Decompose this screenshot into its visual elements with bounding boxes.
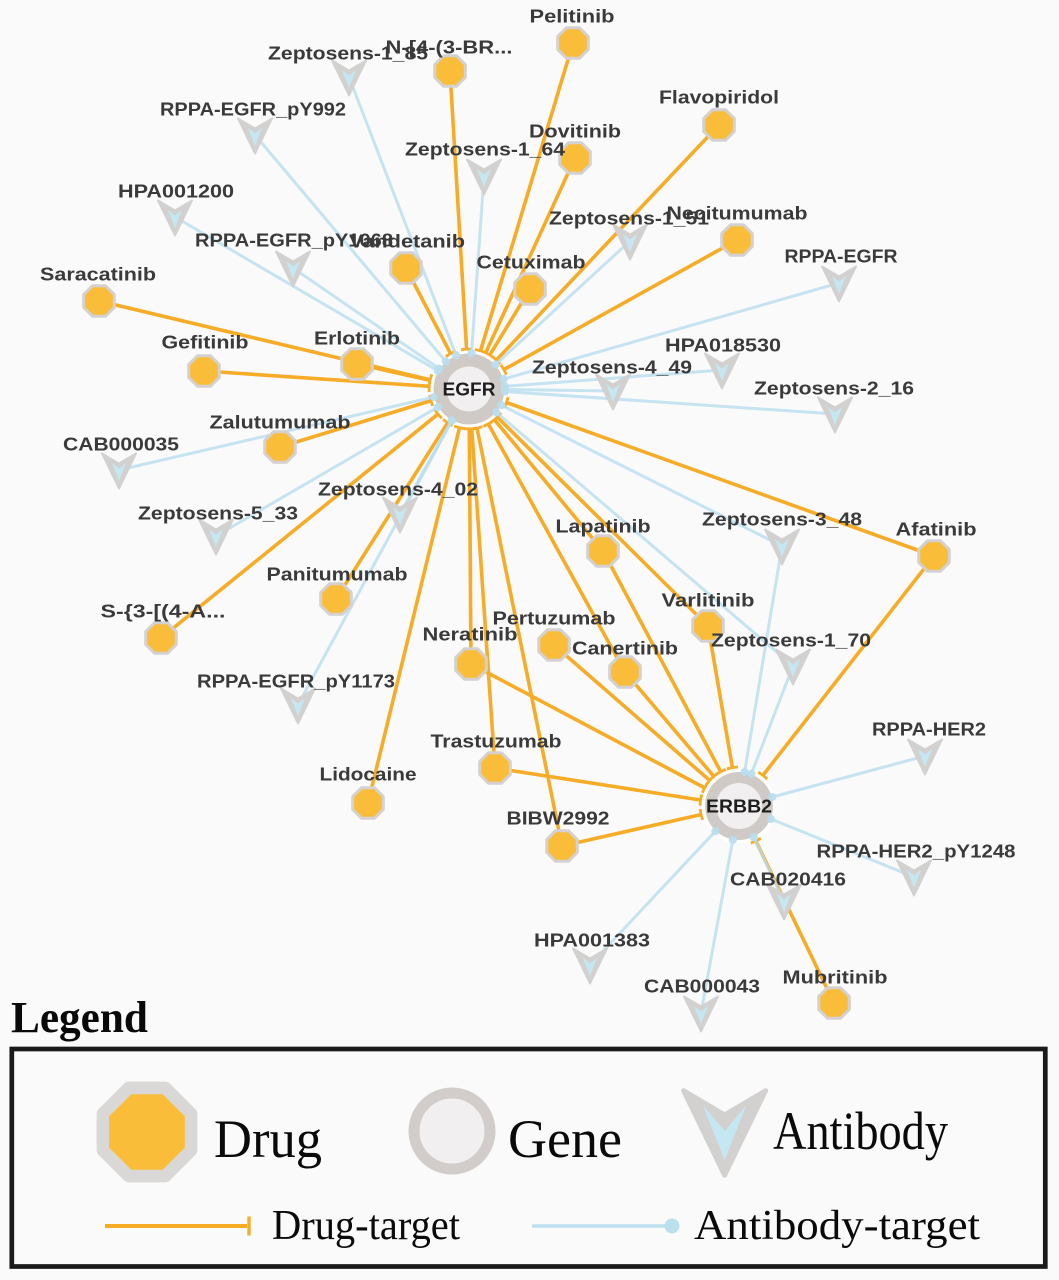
svg-text:Saracatinib: Saracatinib [40,265,156,285]
svg-text:Pelitinib: Pelitinib [530,7,615,27]
svg-text:Drug: Drug [214,1109,322,1169]
svg-text:Panitumumab: Panitumumab [267,565,408,585]
svg-text:RPPA-EGFR_pY1173: RPPA-EGFR_pY1173 [197,672,395,692]
svg-text:Gefitinib: Gefitinib [162,333,249,353]
svg-text:Gene: Gene [508,1109,622,1169]
svg-text:HPA001383: HPA001383 [534,931,650,951]
svg-text:Zeptosens-4_02: Zeptosens-4_02 [318,480,478,500]
svg-text:Flavopiridol: Flavopiridol [659,88,779,108]
svg-text:BIBW2992: BIBW2992 [507,809,610,829]
svg-text:Varlitinib: Varlitinib [662,591,755,611]
svg-text:N-[4-(3-BR...: N-[4-(3-BR... [386,38,513,58]
svg-text:Drug-target: Drug-target [272,1203,460,1249]
svg-text:Zeptosens-1_51: Zeptosens-1_51 [549,209,709,229]
svg-text:Vandetanib: Vandetanib [349,232,465,252]
svg-text:CAB000035: CAB000035 [63,435,179,455]
svg-text:Zeptosens-1_70: Zeptosens-1_70 [711,631,871,651]
svg-text:EGFR: EGFR [443,380,496,400]
svg-text:RPPA-HER2: RPPA-HER2 [872,720,986,740]
svg-text:CAB020416: CAB020416 [730,870,846,890]
svg-text:Zeptosens-3_48: Zeptosens-3_48 [702,510,862,530]
svg-text:Legend: Legend [11,993,148,1042]
svg-text:Zalutumumab: Zalutumumab [210,413,351,433]
svg-text:HPA018530: HPA018530 [665,336,781,356]
svg-text:CAB000043: CAB000043 [644,977,760,997]
svg-text:RPPA-EGFR: RPPA-EGFR [785,247,898,267]
svg-text:Canertinib: Canertinib [572,639,678,659]
svg-text:Zeptosens-1_85: Zeptosens-1_85 [268,44,428,64]
svg-text:Mubritinib: Mubritinib [783,968,888,988]
svg-text:Dovitinib: Dovitinib [529,122,621,142]
svg-text:HPA001200: HPA001200 [118,182,234,202]
svg-text:RPPA-EGFR_pY992: RPPA-EGFR_pY992 [160,100,346,120]
svg-text:Zeptosens-5_33: Zeptosens-5_33 [138,504,298,524]
svg-text:Lapatinib: Lapatinib [556,517,651,537]
svg-text:ERBB2: ERBB2 [706,797,772,817]
svg-text:Antibody: Antibody [773,1101,948,1161]
svg-text:Pertuzumab: Pertuzumab [493,609,616,629]
svg-text:Necitumumab: Necitumumab [667,204,808,224]
svg-text:S-{3-[(4-A...: S-{3-[(4-A... [101,602,226,622]
svg-text:RPPA-HER2_pY1248: RPPA-HER2_pY1248 [817,842,1016,862]
svg-text:Erlotinib: Erlotinib [314,329,400,349]
svg-text:Antibody-target: Antibody-target [694,1203,980,1249]
svg-text:Lidocaine: Lidocaine [320,765,417,785]
svg-text:Zeptosens-1_64: Zeptosens-1_64 [405,140,565,160]
svg-text:RPPA-EGFR_pY1068: RPPA-EGFR_pY1068 [195,231,393,251]
svg-text:Cetuximab: Cetuximab [477,253,586,273]
svg-text:Trastuzumab: Trastuzumab [431,732,562,752]
svg-text:Afatinib: Afatinib [896,520,977,540]
svg-text:Neratinib: Neratinib [423,625,518,645]
svg-text:Zeptosens-2_16: Zeptosens-2_16 [754,379,914,399]
svg-text:Zeptosens-4_49: Zeptosens-4_49 [532,358,692,378]
